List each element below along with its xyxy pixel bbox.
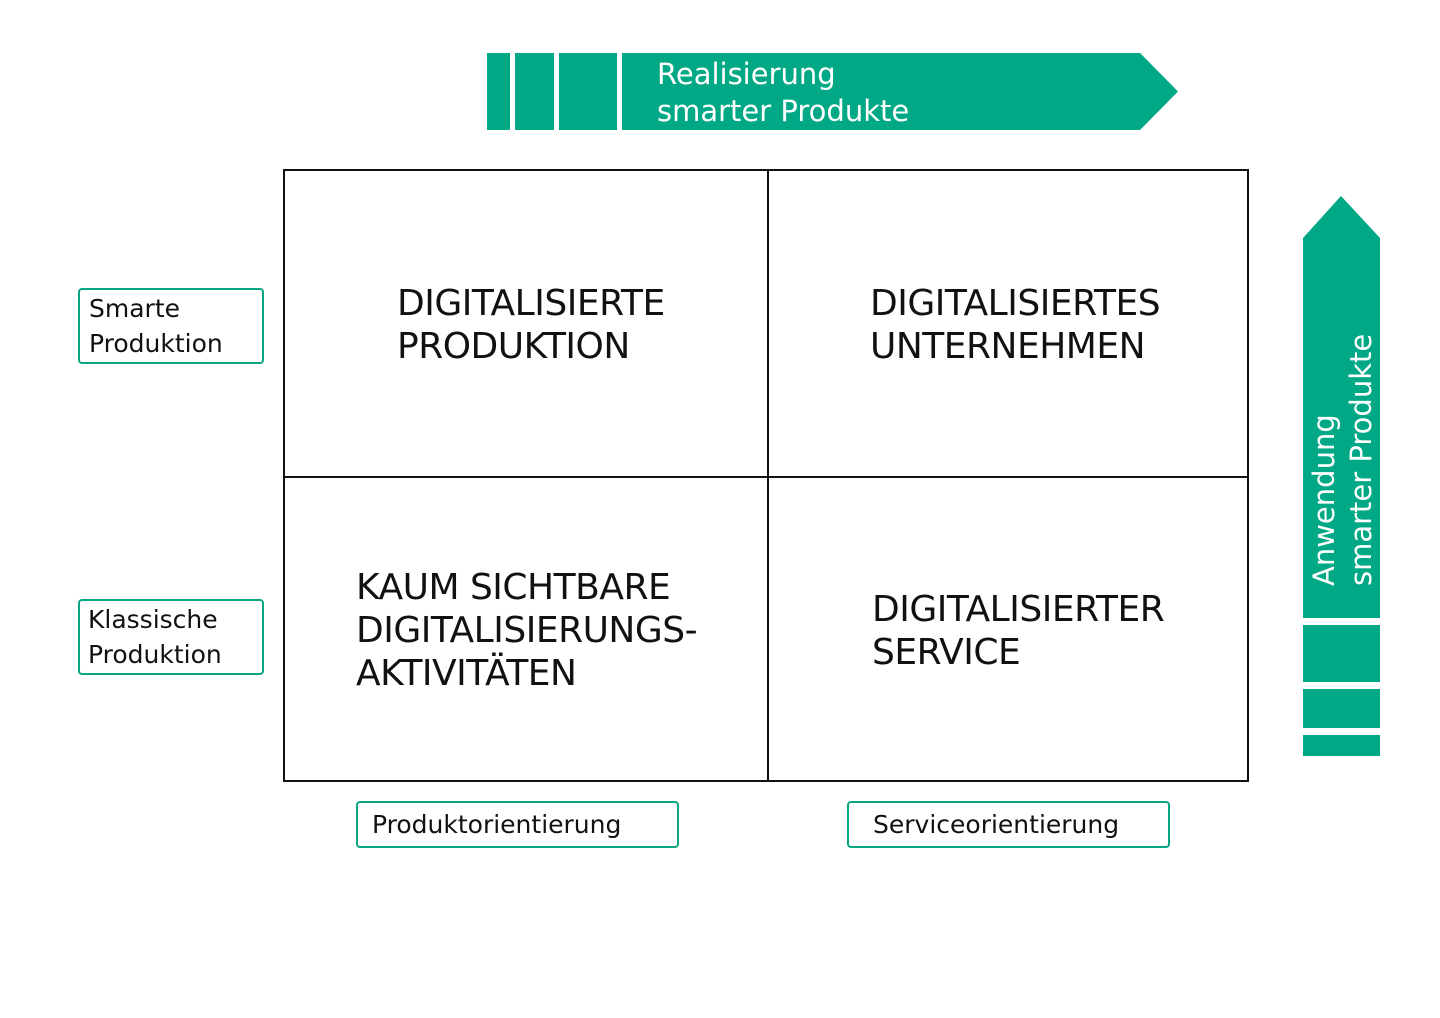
matrix-horizontal-divider bbox=[285, 476, 1247, 478]
right-arrow bbox=[1303, 196, 1380, 756]
top-arrow-segment bbox=[515, 53, 554, 130]
quadrant-top-right: DIGITALISIERTES UNTERNEHMEN bbox=[870, 282, 1161, 368]
top-arrow-label-line-1: Realisierung bbox=[657, 57, 836, 91]
right-arrow-label-line-2: smarter Produkte bbox=[1344, 333, 1378, 586]
column-label-text: Produktorientierung bbox=[372, 810, 622, 839]
column-label-service-orientation: Serviceorientierung bbox=[847, 801, 1170, 848]
quadrant-bottom-left-line: AKTIVITÄTEN bbox=[356, 653, 577, 694]
matrix-vertical-divider bbox=[767, 171, 769, 780]
row-label-classic-production: Klassische Produktion bbox=[78, 599, 264, 675]
quadrant-top-right-line: DIGITALISIERTES bbox=[870, 283, 1161, 324]
row-label-smart-production: Smarte Produktion bbox=[78, 288, 264, 364]
top-arrow-head bbox=[622, 53, 1178, 130]
top-arrow-label: Realisierung smarter Produkte bbox=[657, 56, 909, 130]
quadrant-bottom-right-line: SERVICE bbox=[872, 632, 1021, 673]
right-arrow-segment bbox=[1303, 735, 1380, 756]
top-arrow-segment bbox=[487, 53, 510, 130]
quadrant-bottom-left-line: DIGITALISIERUNGS- bbox=[356, 610, 698, 651]
quadrant-bottom-right: DIGITALISIERTER SERVICE bbox=[872, 588, 1165, 674]
row-label-line: Produktion bbox=[88, 640, 222, 669]
row-label-line: Smarte bbox=[89, 294, 181, 323]
quadrant-bottom-left-line: KAUM SICHTBARE bbox=[356, 567, 671, 608]
right-arrow-head bbox=[1303, 196, 1380, 618]
quadrant-top-left: DIGITALISIERTE PRODUKTION bbox=[397, 282, 665, 368]
row-label-line: Klassische bbox=[88, 605, 218, 634]
column-label-product-orientation: Produktorientierung bbox=[356, 801, 679, 848]
quadrant-bottom-right-line: DIGITALISIERTER bbox=[872, 589, 1165, 630]
matrix-grid bbox=[283, 169, 1249, 782]
quadrant-top-left-line: PRODUKTION bbox=[397, 326, 630, 367]
right-arrow-label-line-1: Anwendung bbox=[1307, 414, 1341, 586]
top-arrow bbox=[487, 53, 1178, 130]
top-arrow-segment bbox=[559, 53, 617, 130]
quadrant-top-right-line: UNTERNEHMEN bbox=[870, 326, 1146, 367]
quadrant-bottom-left: KAUM SICHTBARE DIGITALISIERUNGS- AKTIVIT… bbox=[356, 566, 698, 695]
column-label-text: Serviceorientierung bbox=[873, 810, 1120, 839]
quadrant-top-left-line: DIGITALISIERTE bbox=[397, 283, 665, 324]
right-arrow-segment bbox=[1303, 625, 1380, 682]
top-arrow-label-line-2: smarter Produkte bbox=[657, 94, 910, 128]
row-label-line: Produktion bbox=[89, 329, 223, 358]
right-arrow-segment bbox=[1303, 689, 1380, 728]
